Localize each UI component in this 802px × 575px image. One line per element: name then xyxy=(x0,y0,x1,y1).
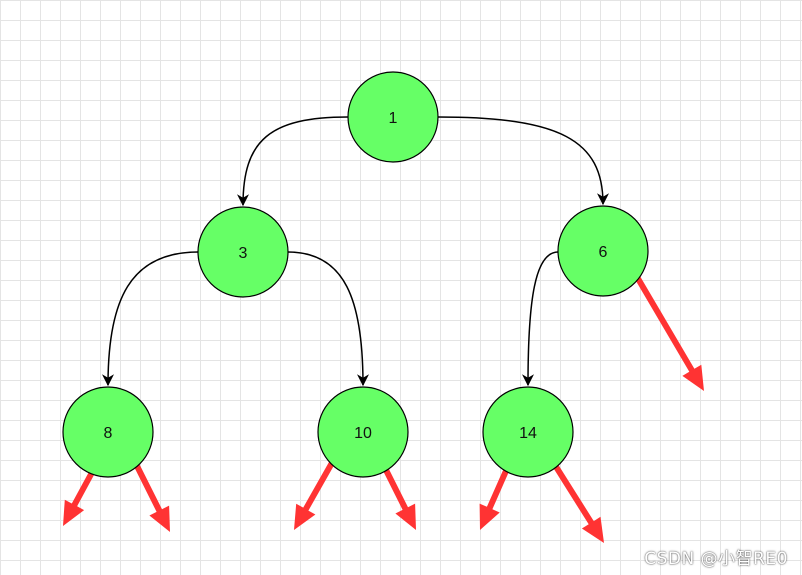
null-arrow-n8-right xyxy=(132,460,170,532)
node-label: 1 xyxy=(389,110,398,127)
null-arrow-n10-right xyxy=(375,452,416,530)
edge-n3-n10 xyxy=(287,251,369,387)
node-label: 6 xyxy=(599,244,608,261)
node-label: 3 xyxy=(239,245,248,262)
node-circle xyxy=(482,386,574,478)
null-arrow-n6-right xyxy=(627,263,704,391)
edge-n1-n3 xyxy=(237,116,349,207)
edge-n1-n6 xyxy=(437,116,609,206)
node-circle xyxy=(62,386,154,478)
node-label: 14 xyxy=(519,425,537,442)
tree-node-1: 1 xyxy=(347,71,439,163)
edge-n6-n14 xyxy=(522,251,559,387)
node-label: 10 xyxy=(354,425,372,442)
null-arrow-n10-left xyxy=(294,452,340,530)
node-circle xyxy=(197,206,289,298)
null-arrow-n14-right xyxy=(545,452,604,543)
node-circle xyxy=(347,71,439,163)
tree-node-8: 8 xyxy=(62,386,154,478)
tree-node-10: 10 xyxy=(317,386,409,478)
edge-n3-n8 xyxy=(102,251,199,387)
nodes-layer: 1 3 6 8 10 14 xyxy=(62,71,649,478)
node-circle xyxy=(317,386,409,478)
tree-node-3: 3 xyxy=(197,206,289,298)
tree-node-14: 14 xyxy=(482,386,574,478)
node-circle xyxy=(557,205,649,297)
tree-node-6: 6 xyxy=(557,205,649,297)
watermark: CSDN @小智RE0 xyxy=(644,549,788,569)
node-label: 8 xyxy=(104,425,113,442)
edges-layer xyxy=(102,116,609,387)
